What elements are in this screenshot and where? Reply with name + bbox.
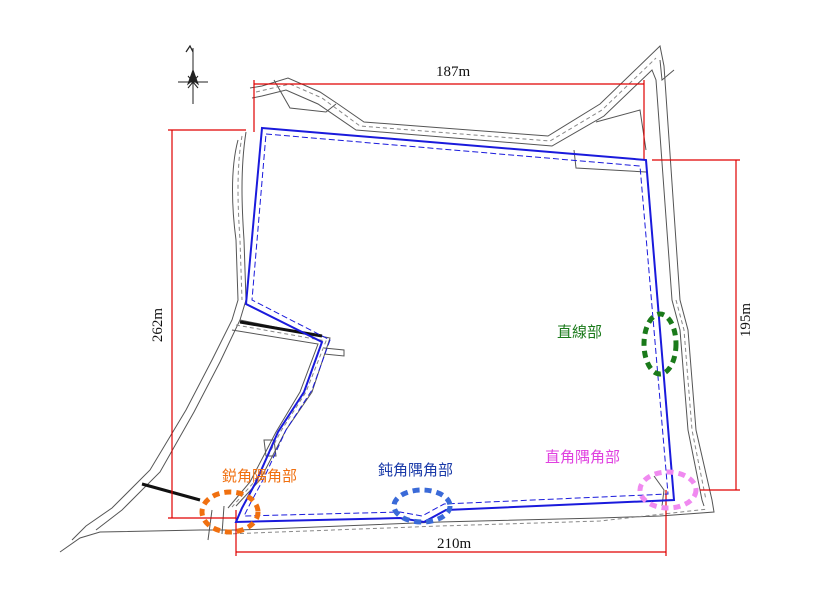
obtuse-corner-marker bbox=[391, 487, 453, 525]
label-acute-corner: 鋭角隅角部 bbox=[222, 467, 297, 485]
straight-section-marker bbox=[641, 311, 679, 377]
dimension-lines bbox=[168, 80, 740, 556]
label-right-corner: 直角隅角部 bbox=[545, 448, 620, 466]
dim-label-top: 187m bbox=[436, 64, 471, 80]
right-corner-marker bbox=[637, 469, 699, 511]
north-arrow-icon bbox=[178, 44, 208, 104]
site-outline-dashes bbox=[225, 57, 709, 535]
label-straight-section: 直線部 bbox=[557, 323, 602, 341]
dim-label-bottom: 210m bbox=[437, 536, 472, 552]
label-obtuse-corner: 鈍角隅角部 bbox=[378, 461, 453, 479]
boundary-line bbox=[234, 126, 676, 524]
site-walls bbox=[141, 320, 323, 502]
dim-label-left: 262m bbox=[150, 308, 166, 343]
acute-corner-marker bbox=[199, 489, 261, 535]
boundary-dash-line bbox=[243, 133, 669, 517]
boundary-solid bbox=[234, 126, 676, 524]
dim-label-right: 195m bbox=[738, 303, 754, 338]
